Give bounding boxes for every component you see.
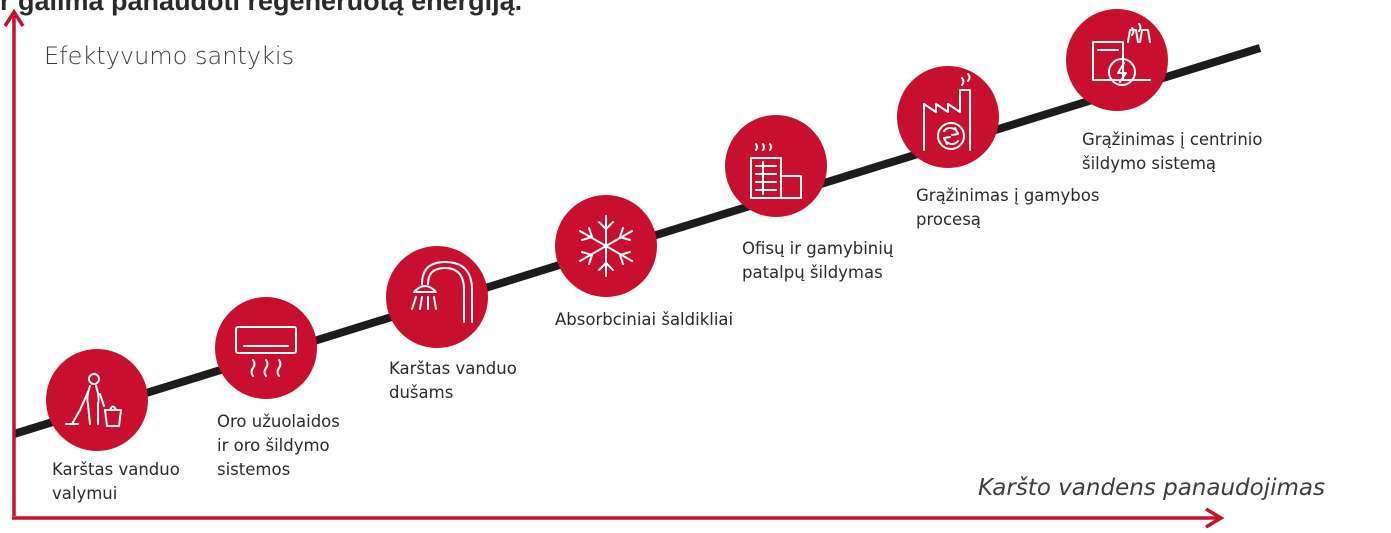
step-label-air-curtain: Oro užuolaidos ir oro šildymo sistemos <box>217 412 340 479</box>
step-circle-air-curtain <box>215 297 317 399</box>
air-conditioner-icon <box>235 326 297 377</box>
step-circle-power-plant <box>1066 9 1168 111</box>
step-circle-factory <box>897 66 999 168</box>
shower-icon <box>411 261 473 323</box>
cleaning-person-icon <box>65 373 122 427</box>
step-label-absorption-chillers: Absorbciniai šaldikliai <box>555 310 734 329</box>
power-plant-icon <box>1092 23 1151 86</box>
step-label-production-return: Grąžinimas į gamybos procesą <box>916 186 1100 229</box>
step-circle-cleaning <box>46 349 148 451</box>
step-label-shower: Karštas vanduo dušams <box>389 359 517 402</box>
x-axis <box>12 507 1225 529</box>
heated-building-icon <box>750 143 802 199</box>
y-axis <box>3 8 25 516</box>
snowflake-icon <box>579 215 633 277</box>
step-circle-office <box>725 115 827 217</box>
factory-recycle-icon <box>923 73 971 151</box>
step-label-office-heating: Ofisų ir gamybinių patalpų šildymas <box>742 239 894 282</box>
x-axis-label: Karšto vandens panaudojimas <box>978 475 1325 501</box>
y-axis-label: Efektyvumo santykis <box>44 42 295 70</box>
step-circle-shower <box>386 246 488 348</box>
step-label-cleaning: Karštas vanduo valymui <box>52 460 180 503</box>
page-title: r galima panaudoti regeneruotą energiją. <box>0 0 523 16</box>
step-label-district-heating: Grąžinimas į centrinio šildymo sistemą <box>1082 130 1263 173</box>
step-circle-snowflake <box>555 195 657 297</box>
